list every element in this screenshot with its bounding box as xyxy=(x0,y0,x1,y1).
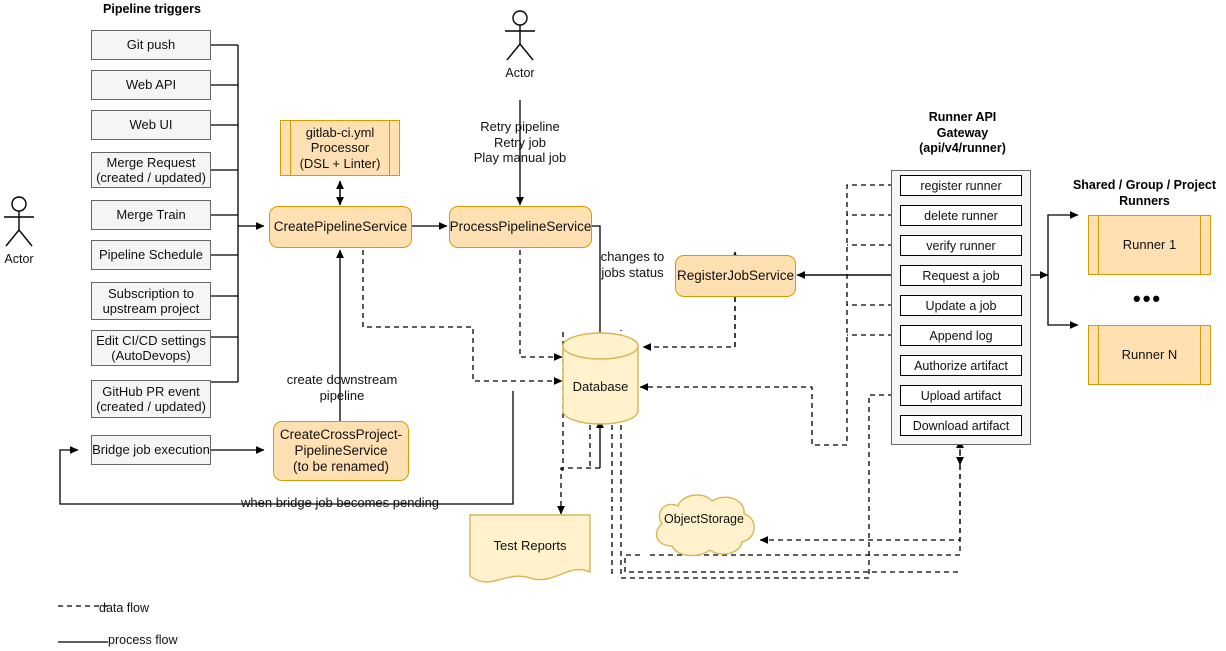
api-register-runner[interactable]: register runner xyxy=(900,175,1022,196)
api-verify-runner[interactable]: verify runner xyxy=(900,235,1022,256)
gateway-title: Runner API Gateway (api/v4/runner) xyxy=(919,110,1006,156)
trigger-merge-request[interactable]: Merge Request (created / updated) xyxy=(91,152,211,188)
actor-left-icon xyxy=(4,196,34,247)
changes-to-jobs-status-label: changes to jobs status xyxy=(600,249,665,280)
trigger-github-pr-event[interactable]: GitHub PR event (created / updated) xyxy=(91,380,211,418)
gitlab-ci-yml-processor[interactable]: gitlab-ci.yml Processor (DSL + Linter) xyxy=(280,120,400,176)
create-cross-project-pipeline-service[interactable]: CreateCrossProject- PipelineService (to … xyxy=(273,421,409,481)
trigger-edit-cicd-settings[interactable]: Edit CI/CD settings (AutoDevops) xyxy=(91,330,211,366)
bridge-pending-label: when bridge job becomes pending xyxy=(241,495,440,510)
test-reports-document[interactable] xyxy=(469,514,591,586)
legend-process-flow-label: process flow xyxy=(108,633,178,647)
api-update-a-job[interactable]: Update a job xyxy=(900,295,1022,316)
trigger-pipeline-schedule[interactable]: Pipeline Schedule xyxy=(91,240,211,270)
create-pipeline-service[interactable]: CreatePipelineService xyxy=(269,206,412,248)
retry-pipeline-label: Retry pipeline Retry job Play manual job xyxy=(473,119,567,166)
legend-solid-line xyxy=(58,641,108,643)
actor-top-icon xyxy=(505,10,535,61)
trigger-subscription-upstream[interactable]: Subscription to upstream project xyxy=(91,282,211,320)
api-delete-runner[interactable]: delete runner xyxy=(900,205,1022,226)
test-reports-label: Test Reports xyxy=(493,538,567,553)
api-upload-artifact[interactable]: Upload artifact xyxy=(900,385,1022,406)
runners-ellipsis: ••• xyxy=(1133,286,1163,311)
actor-top-label: Actor xyxy=(505,66,535,80)
trigger-merge-train[interactable]: Merge Train xyxy=(91,200,211,230)
legend-data-flow-label: data flow xyxy=(99,601,150,615)
trigger-web-api[interactable]: Web API xyxy=(91,70,211,100)
api-append-log[interactable]: Append log xyxy=(900,325,1022,346)
api-request-a-job[interactable]: Request a job xyxy=(900,265,1022,286)
runner-n[interactable]: Runner N xyxy=(1088,325,1211,385)
object-storage-cloud[interactable] xyxy=(648,490,760,560)
triggers-title: Pipeline triggers xyxy=(103,2,201,16)
runners-title: Shared / Group / Project Runners xyxy=(1072,178,1217,208)
object-storage-label: ObjectStorage xyxy=(664,512,744,526)
database-cylinder[interactable] xyxy=(562,332,639,425)
process-pipeline-service[interactable]: ProcessPipelineService xyxy=(449,206,592,248)
actor-left-label: Actor xyxy=(4,252,34,266)
api-download-artifact[interactable]: Download artifact xyxy=(900,415,1022,436)
runner-1[interactable]: Runner 1 xyxy=(1088,215,1211,275)
database-label: Database xyxy=(572,379,629,394)
trigger-web-ui[interactable]: Web UI xyxy=(91,110,211,140)
register-job-service[interactable]: RegisterJobService xyxy=(675,255,796,297)
create-downstream-pipeline-label: create downstream pipeline xyxy=(286,372,398,403)
trigger-bridge-job-execution[interactable]: Bridge job execution xyxy=(91,435,211,465)
api-authorize-artifact[interactable]: Authorize artifact xyxy=(900,355,1022,376)
trigger-git-push[interactable]: Git push xyxy=(91,30,211,60)
